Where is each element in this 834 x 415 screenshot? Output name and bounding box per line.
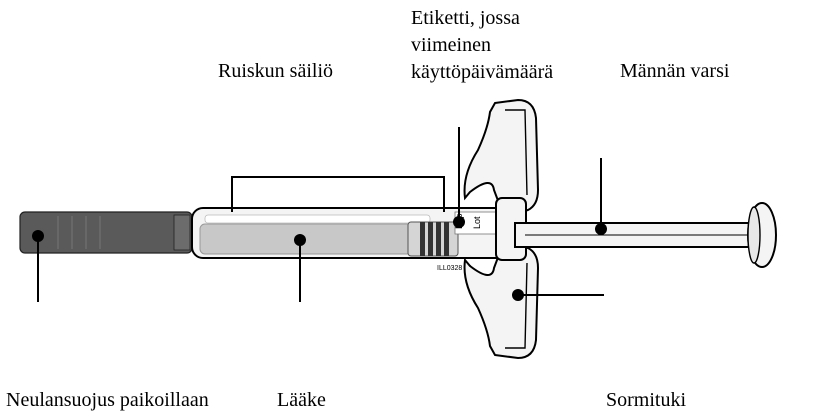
product-code-print: ILL0328 v4 (437, 265, 472, 272)
medicine-fluid (199, 223, 413, 255)
finger-grip-label: Sormituki (606, 389, 687, 411)
syringe-barrel: Exp Lot ILL0328 v4 (191, 207, 511, 272)
medicine-label: Lääke (277, 389, 326, 411)
plunger-stopper (407, 221, 459, 257)
expiry-label-line-1: Etiketti, jossa (411, 7, 520, 29)
plunger-rod (514, 202, 777, 268)
needle-cover (19, 211, 193, 254)
needle-cover-label: Neulansuojus paikoillaan (6, 389, 209, 411)
callouts (32, 127, 607, 302)
expiry-label-line-3: käyttöpäivämäärä (411, 61, 554, 83)
expiry-label-line-2: viimeinen (411, 34, 491, 56)
plunger-rod-label: Männän varsi (620, 60, 730, 82)
barrel-label: Ruiskun säiliö (218, 60, 334, 82)
expiry-date-label: Etiketti, jossa viimeinen käyttöpäivämää… (411, 5, 611, 86)
lot-print: Lot (472, 216, 482, 229)
